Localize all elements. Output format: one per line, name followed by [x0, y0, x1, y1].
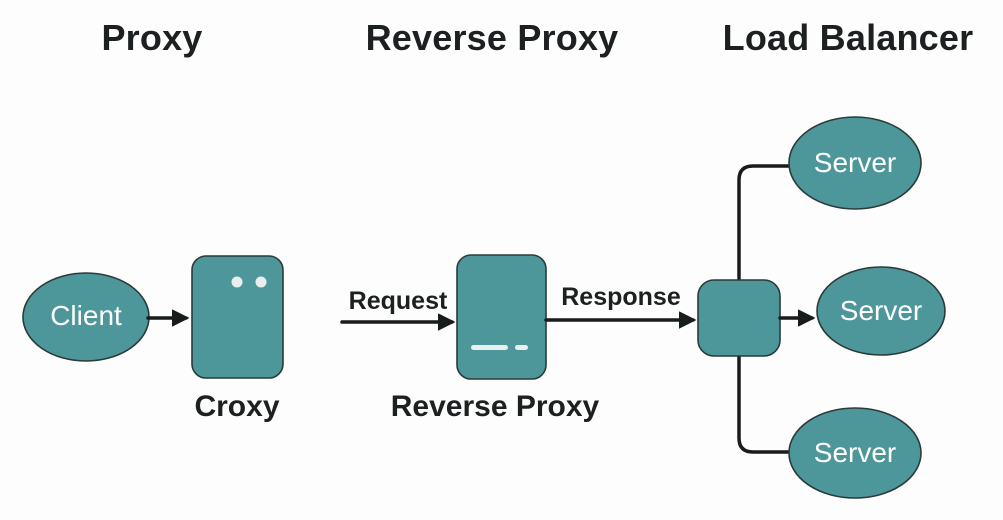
server-node-middle — [816, 266, 946, 356]
client-node-label: Client — [50, 300, 122, 331]
lb-to-server-bottom-connector — [737, 352, 792, 454]
proxy-node-indicator-dot — [255, 276, 267, 288]
reverse-proxy-node — [456, 254, 547, 380]
server-node-bottom — [788, 407, 922, 499]
server-node-top-label: Server — [813, 147, 897, 178]
proxy-node-caption: Croxy — [194, 390, 280, 423]
reverse-proxy-node-slot-short — [515, 345, 528, 350]
section-title-load-balancer: Load Balancer — [722, 17, 974, 58]
request-arrow-label: Request — [348, 287, 448, 315]
reverse-proxy-node-caption: Reverse Proxy — [390, 390, 600, 423]
proxy-node — [191, 255, 284, 379]
section-title-proxy: Proxy — [101, 17, 203, 58]
server-node-middle-label: Server — [839, 295, 923, 326]
server-node-top — [788, 116, 922, 210]
load-balancer-node — [697, 279, 781, 357]
response-arrow-label: Response — [561, 283, 681, 311]
proxy-node-indicator-dot — [231, 276, 243, 288]
lb-to-server-top-connector — [737, 164, 792, 284]
reverse-proxy-node-slot-long — [471, 345, 508, 350]
section-title-reverse-proxy: Reverse Proxy — [365, 17, 619, 58]
server-node-bottom-label: Server — [813, 437, 897, 468]
